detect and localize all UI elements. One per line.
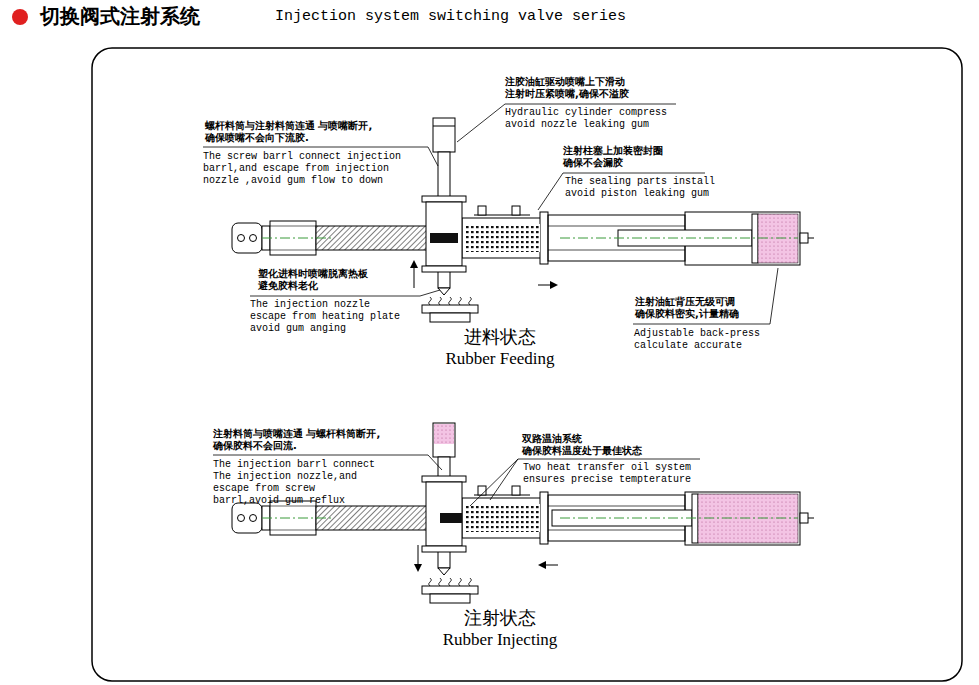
callout-note: The injection barrl connect The injectio… <box>213 459 385 507</box>
motion-arrow <box>544 565 558 566</box>
valve-flange <box>422 546 466 552</box>
valve-flange <box>422 266 466 272</box>
callout-note: The screw barrl connect injection barrl,… <box>203 151 413 187</box>
leader-line <box>490 459 518 500</box>
rubber-charge <box>464 224 540 252</box>
frame <box>92 48 962 681</box>
centerline <box>560 238 798 239</box>
nozzle-tip <box>438 288 450 295</box>
callout-note: Adjustable back-press calculate accurate <box>634 328 774 352</box>
motion-arrow <box>410 260 418 268</box>
feeding-state <box>203 104 814 324</box>
injecting-state <box>213 423 814 603</box>
state-caption: 进料状态 <box>420 326 580 348</box>
valve-passage <box>430 233 458 243</box>
motion-arrow <box>538 561 546 569</box>
leader-line <box>518 459 700 460</box>
machine-base <box>232 206 814 265</box>
heating-plate <box>422 586 478 594</box>
heat-waves <box>429 297 472 305</box>
state-caption: 注射状态 <box>420 607 580 629</box>
machine-base <box>232 486 814 545</box>
motion-arrow <box>550 281 558 289</box>
oil-chamber <box>434 424 454 444</box>
motion-arrow <box>538 285 552 286</box>
callout-note: 双路温油系统 确保胶料温度处于最佳状态 <box>522 433 682 457</box>
state-caption: Rubber Feeding <box>420 349 580 369</box>
callout-note: 注胶油缸驱动喷嘴上下滑动 注射时压紧喷嘴,确保不溢胶 <box>505 76 675 100</box>
heating-plate <box>422 305 478 313</box>
nozzle-tip <box>438 568 450 575</box>
motion-arrow <box>418 545 419 566</box>
motion-arrow <box>414 266 415 288</box>
leader-line <box>470 459 518 506</box>
centerline <box>560 518 798 519</box>
heat-waves <box>429 578 472 586</box>
callout-note: Two heat transfer oil system ensures pre… <box>523 462 709 486</box>
callout-note: 螺杆料筒与注射料筒连通 与喷嘴断开,确保喷嘴不会向下流胶. <box>205 120 405 144</box>
subtitle: Injection system switching valve series <box>275 8 695 25</box>
callout-note: Hydraulic cylinder compress avoid nozzle… <box>505 107 677 131</box>
callout-note: 注射料筒与喷嘴连通 与螺杆料筒断开,确保胶料不会回流. <box>213 428 438 452</box>
valve-body <box>426 202 462 266</box>
motion-arrow <box>414 564 422 572</box>
valve-passage <box>440 513 462 523</box>
plate-base <box>430 313 470 322</box>
valve-cylinder <box>433 423 455 457</box>
plate-base <box>430 594 470 603</box>
valve-body <box>426 482 462 546</box>
bullet-dot <box>12 9 28 25</box>
callout-note: 注射油缸背压无级可调 确保胶料密实,计量精确 <box>635 296 785 320</box>
leader-line <box>457 104 676 142</box>
valve-cylinder <box>433 118 455 152</box>
callout-note: 塑化进料时喷嘴脱离热板 避免胶料老化 <box>258 268 398 292</box>
callout-note: 注射柱塞上加装密封圈 确保不会漏胶 <box>563 145 703 169</box>
valve-flange <box>422 476 466 482</box>
valve-flange <box>422 196 466 202</box>
rubber-charge <box>464 504 540 532</box>
state-caption: Rubber Injecting <box>420 630 580 650</box>
valve-cap <box>433 126 455 127</box>
callout-note: The sealing parts install avoid piston l… <box>565 176 725 200</box>
callout-note: The injection nozzle escape from heating… <box>250 299 410 335</box>
page-title: 切换阀式注射系统 <box>40 3 200 30</box>
